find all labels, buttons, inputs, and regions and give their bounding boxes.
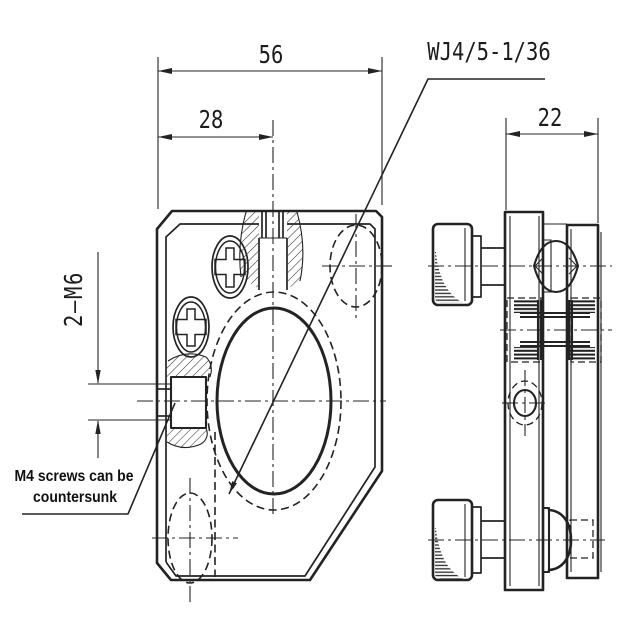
front-view: [137, 120, 395, 603]
knurl-shading: [435, 252, 463, 303]
countersink-note-line1: M4 screws can be: [15, 467, 134, 485]
side-hole-thread: [502, 370, 548, 436]
spring-assembly: [500, 297, 612, 363]
front-plate: [503, 210, 545, 592]
phillips-screw-top: [211, 235, 249, 299]
dim-offset-28: 28: [158, 106, 273, 140]
spring-left: [514, 300, 539, 313]
dim-width-56: 56: [157, 41, 383, 209]
dim-depth-22: 22: [505, 104, 599, 223]
spring-right-lower: [570, 347, 595, 360]
dim-28-text: 28: [199, 106, 224, 134]
dim-56-text: 56: [259, 41, 284, 69]
spring-right: [570, 300, 595, 313]
side-tab: [158, 353, 212, 449]
front-outline-inner: [165, 223, 376, 577]
part-code-label: WJ4/5-1/36: [427, 38, 550, 66]
phillips-screw-bottom: [172, 296, 210, 358]
pivot-cone: [532, 239, 580, 294]
part-code-callout: WJ4/5-1/36: [228, 38, 551, 495]
hidden-socket: [569, 519, 594, 559]
dim-22-text: 22: [538, 104, 563, 132]
front-outline-outer: [155, 209, 384, 582]
adjuster-knob-top: [428, 222, 612, 307]
hidden-knob-circle-bottom: [152, 478, 238, 603]
knurl-shading-bottom: [435, 528, 463, 579]
spring-left-lower: [514, 347, 539, 360]
back-plate: [565, 223, 600, 580]
side-view: [428, 210, 612, 592]
countersink-note-line2: countersunk: [33, 488, 118, 506]
dim-2m6-text: 2—M6: [60, 271, 88, 327]
hidden-knob-circle-top: [322, 214, 395, 320]
countersink-leader: [22, 402, 176, 515]
part-code-leader: [228, 78, 545, 495]
adjuster-knob-bottom: [428, 498, 605, 582]
countersink-note: M4 screws can be countersunk: [15, 402, 176, 515]
dim-side-holes-2m6: 2—M6: [60, 252, 172, 458]
